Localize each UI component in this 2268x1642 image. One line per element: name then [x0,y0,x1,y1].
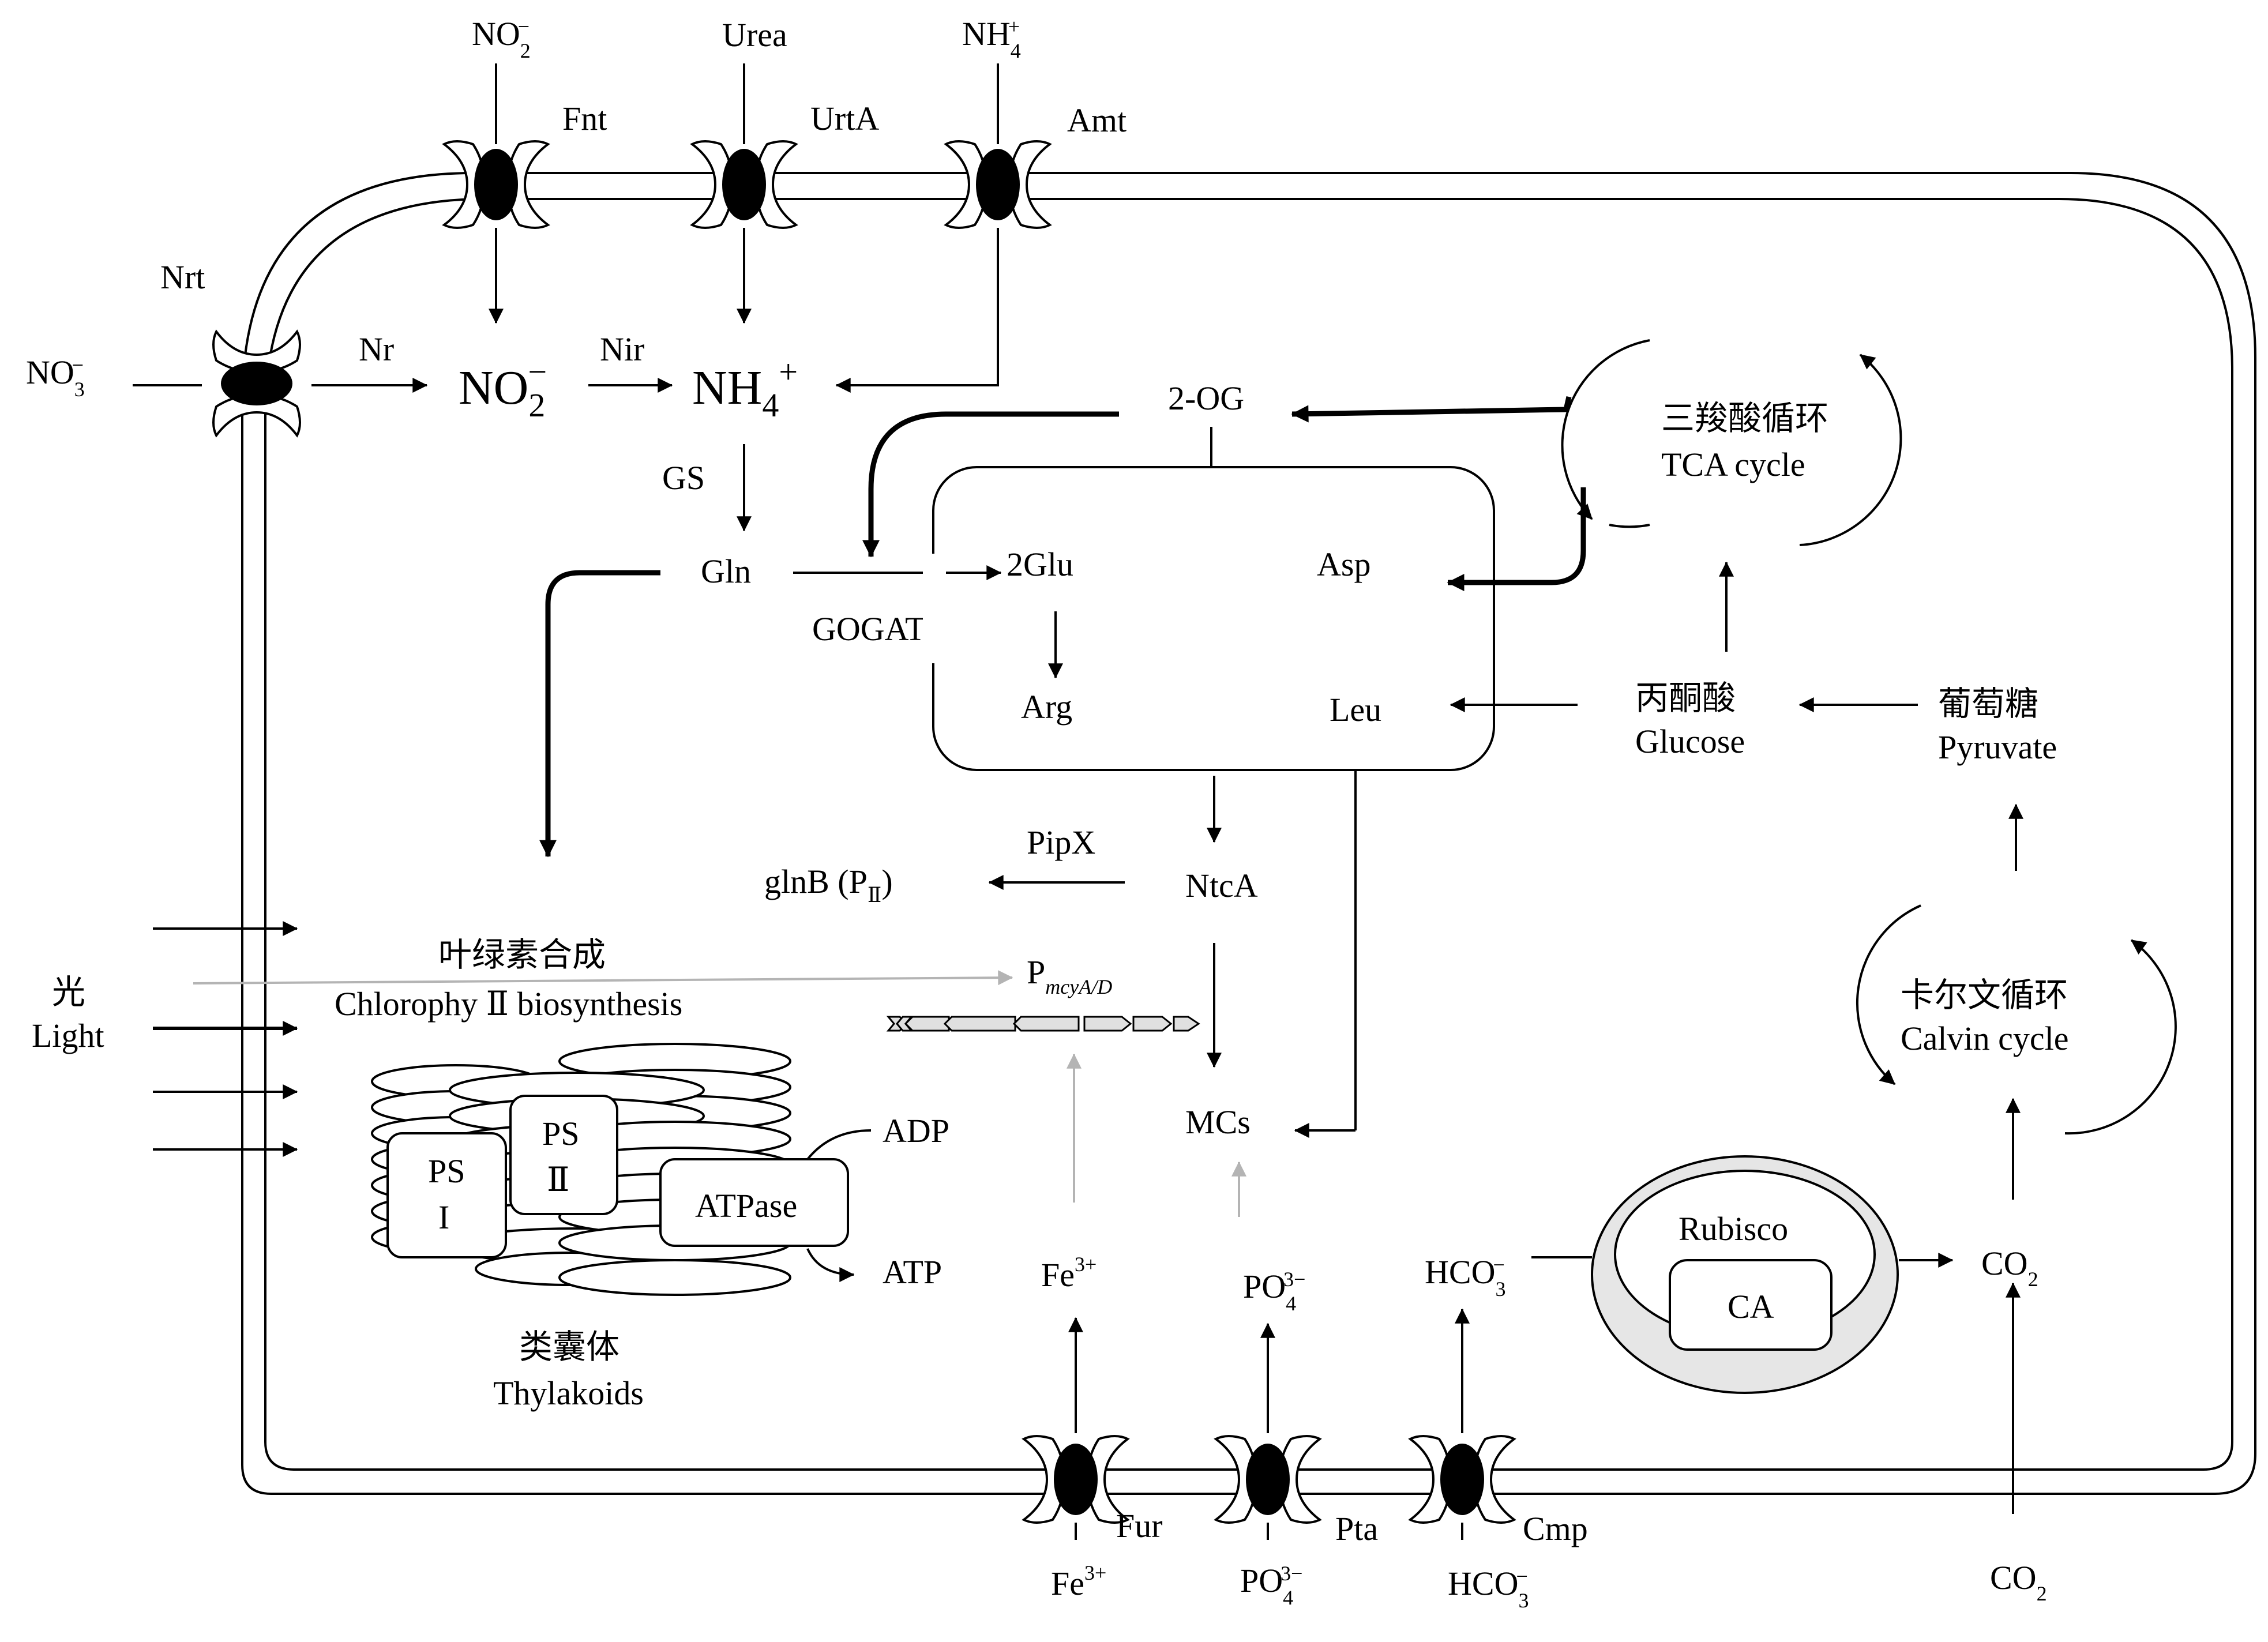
photosystems [386,1095,849,1258]
light-arrows [153,921,298,1157]
ps2-top: PS [542,1115,580,1152]
glnb-label: glnB (PⅡ) [764,863,893,907]
glucose-cn: 葡萄糖 [1938,685,2038,723]
co2-inside: CO2 [1981,1245,2038,1291]
carbon-arrows [988,561,2023,1514]
two-og-label: 2-OG [1168,379,1244,417]
grey-arrows [193,970,1246,1217]
amt-label: Amt [1067,102,1127,139]
rubisco-label: Rubisco [1679,1210,1788,1248]
gogat-label: GOGAT [812,610,926,648]
promoter-label: PmcyA/D [1027,953,1112,998]
fnt-label: Fnt [562,100,607,137]
atpase-label: ATPase [695,1187,797,1224]
chl-en: Chlorophy Ⅱ biosynthesis [335,985,682,1023]
ps2-bottom: Ⅱ [547,1161,569,1198]
fe-inside: Fe3+ [1041,1253,1097,1294]
nir-label: Nir [600,330,644,368]
amt-transporter [945,140,1051,229]
nh4-inside: NH4+ [692,353,798,424]
tca-cn: 三羧酸循环 [1661,400,1828,437]
thylakoid-en: Thylakoids [493,1374,644,1412]
calvin-cycle [1856,904,2177,1135]
urea-outside: Urea [722,16,787,54]
mcy-gene-cluster [886,1016,1200,1032]
pyruvate-cn: 丙酮酸 [1635,679,1736,717]
calvin-en: Calvin cycle [1901,1020,2069,1057]
po4-inside: PO43− [1243,1268,1305,1315]
calvin-cn: 卡尔文循环 [1901,976,2068,1014]
pipx-label: PipX [1027,824,1095,861]
pyruvate-en: Glucose [1635,723,1745,760]
gs-label: GS [662,459,705,497]
cmp-label: Cmp [1523,1510,1588,1547]
arg-label: Arg [1021,688,1072,726]
uptake-arrows [133,63,999,393]
co2-outside: CO2 [1990,1559,2047,1605]
hco3-outside: HCO3− [1448,1565,1529,1612]
assimilation-arrows [737,427,1212,709]
nrt-label: Nrt [160,258,205,296]
fur-transporter [1023,1435,1129,1524]
no2-outside: NO2− [472,15,531,62]
nr-label: Nr [359,330,394,368]
pta-label: Pta [1335,1510,1378,1547]
efflux-arrows [1068,1308,1470,1540]
leu-label: Leu [1330,691,1381,728]
thick-arrows [539,396,1586,858]
mcs-label: MCs [1185,1103,1251,1141]
adp-label: ADP [883,1112,949,1149]
urta-transporter [691,140,797,229]
chl-cn: 叶绿素合成 [438,936,606,974]
fnt-transporter [443,140,549,229]
fur-label: Fur [1116,1507,1163,1545]
urta-label: UrtA [810,100,879,137]
nh4-outside: NH4+ [962,15,1021,62]
no2-inside: NO2− [459,353,547,424]
glucose-en: Pyruvate [1938,728,2057,766]
ps1-bottom: I [438,1198,449,1236]
hco3-inside: HCO3− [1425,1253,1505,1301]
tca-en: TCA cycle [1661,446,1805,483]
cmp-transporter [1409,1435,1515,1524]
glu-label: 2Glu [1007,546,1073,583]
nrt-transporter [212,330,301,437]
cell-membrane [241,172,2256,1495]
thylakoid-cn: 类囊体 [519,1328,619,1366]
asp-label: Asp [1317,546,1370,583]
tca-cycle [1561,339,1902,546]
no3-outside: NO3− [26,354,85,401]
fe-outside: Fe3+ [1051,1561,1106,1602]
pta-transporter [1215,1435,1321,1524]
ntca-label: NtcA [1185,867,1258,904]
ca-label: CA [1728,1288,1774,1325]
po4-outside: PO43− [1240,1562,1302,1609]
carboxysome [1591,1155,1899,1394]
atp-label: ATP [883,1253,942,1291]
ps1-top: PS [428,1152,465,1190]
light-cn: 光 [52,974,85,1011]
carboxysome-arrows [1531,1253,1954,1268]
amino-acid-pool [932,466,1495,771]
light-en: Light [32,1017,104,1054]
gln-label: Gln [701,553,751,590]
atp-arrows [806,1129,872,1282]
